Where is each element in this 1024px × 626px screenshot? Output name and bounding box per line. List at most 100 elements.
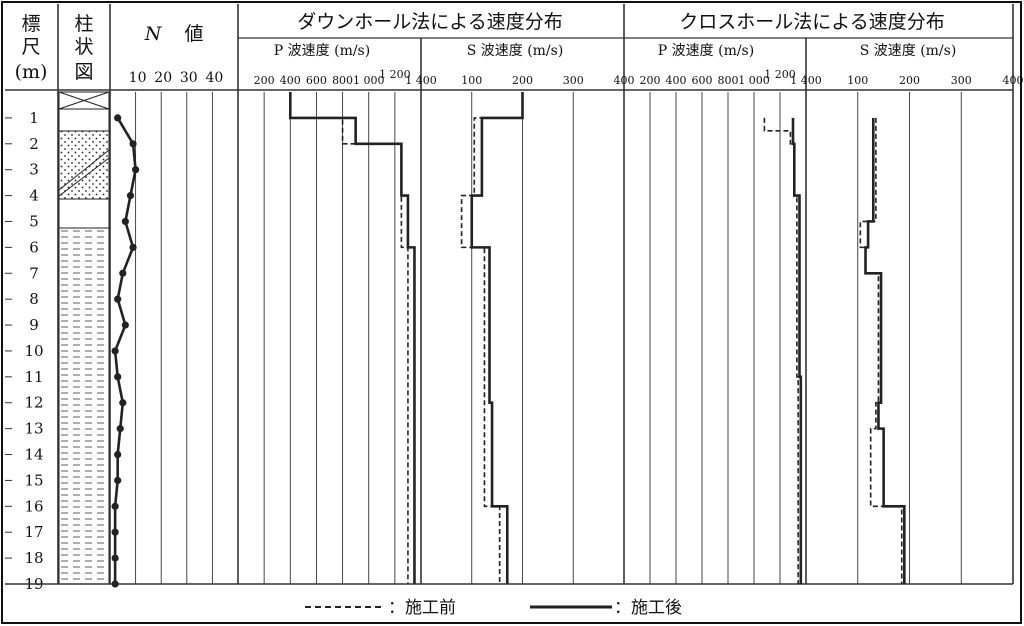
crosshole-title: クロスホール法による速度分布 — [679, 11, 944, 33]
crosshole-s-label: S 波速度 (m/s) — [860, 43, 957, 59]
soil-layer-sand — [58, 130, 110, 200]
depth-label-3: 3 — [29, 161, 39, 179]
n-value-point-3 — [132, 166, 140, 174]
crosshole-p-xtick-400: 400 — [666, 74, 687, 87]
crosshole-p-after-profile — [791, 117, 803, 584]
n-xtick-40: 40 — [205, 70, 223, 86]
depth-label-8: 8 — [29, 290, 39, 308]
legend-after-label: ：施工後 — [614, 598, 682, 618]
crosshole-p-label: P 波速度 (m/s) — [658, 43, 754, 59]
crosshole-p-xtick-1200: 1 200 — [764, 68, 796, 81]
depth-header: 標 尺 (m) — [15, 13, 48, 83]
downhole-p-label: P 波速度 (m/s) — [274, 43, 370, 59]
soil-header-char-1: 柱 — [74, 13, 93, 35]
downhole-p-xtick-1000: 1 000 — [353, 74, 385, 87]
n-value-point-9 — [121, 321, 129, 329]
downhole-p-after-profile — [288, 92, 416, 584]
n-value-point-16 — [111, 502, 119, 510]
n-value-point-15 — [114, 476, 122, 485]
legend-before-label: ：施工前 — [388, 598, 456, 618]
downhole-p-xtick-400: 400 — [280, 74, 301, 87]
downhole-s-before-profile — [460, 92, 524, 584]
n-value-point-1 — [114, 114, 122, 122]
crosshole-s-xtick-100: 100 — [847, 74, 868, 87]
downhole-p-xtick-1400: 1 400 — [405, 74, 437, 87]
depth-label-6: 6 — [29, 238, 39, 256]
n-value-point-17 — [111, 528, 119, 536]
crosshole-s-before-profile — [859, 117, 903, 584]
n-value-point-19 — [111, 580, 119, 588]
depth-label-15: 15 — [24, 471, 43, 489]
n-value-point-8 — [114, 295, 122, 303]
depth-header-char-2: 尺 — [21, 36, 40, 58]
depth-label-14: 14 — [24, 446, 43, 464]
depth-header-char-1: 標 — [21, 13, 40, 35]
n-value-point-10 — [111, 347, 119, 355]
downhole-s-xtick-200: 200 — [512, 74, 533, 87]
downhole-s-after-profile — [470, 92, 524, 584]
crosshole-s-xtick-200: 200 — [899, 74, 920, 87]
n-xtick-10: 10 — [129, 70, 147, 86]
soil-column-log — [58, 91, 110, 585]
depth-label-16: 16 — [24, 497, 43, 515]
depth-label-13: 13 — [24, 420, 43, 438]
downhole-s-label: S 波速度 (m/s) — [467, 43, 564, 59]
soil-fill-cross-2 — [58, 91, 110, 110]
crosshole-s-after-profile — [864, 117, 906, 584]
depth-label-10: 10 — [24, 342, 43, 360]
n-value-point-11 — [114, 373, 122, 381]
depth-label-11: 11 — [24, 368, 43, 386]
crosshole-p-xtick-200: 200 — [640, 74, 661, 87]
soil-layer-1 — [58, 108, 110, 132]
depth-label-4: 4 — [29, 187, 39, 205]
n-value-title: 値 — [184, 23, 203, 45]
soil-header-char-2: 状 — [74, 36, 93, 58]
depth-label-9: 9 — [29, 316, 39, 334]
downhole-p-xtick-800: 800 — [332, 74, 353, 87]
velocity-plots — [288, 92, 906, 584]
depth-label-17: 17 — [24, 523, 43, 541]
depth-label-7: 7 — [29, 264, 39, 282]
downhole-p-before-profile — [289, 92, 409, 584]
depth-label-1: 1 — [29, 109, 39, 127]
crosshole-s-xtick-400: 400 — [1003, 74, 1024, 87]
depth-header-unit: (m) — [15, 61, 48, 83]
downhole-p-xtick-1200: 1 200 — [379, 68, 411, 81]
n-value-point-6 — [129, 243, 137, 251]
downhole-s-xtick-300: 300 — [563, 74, 584, 87]
downhole-s-xtick-100: 100 — [461, 74, 482, 87]
n-xtick-20: 20 — [154, 70, 172, 86]
soil-header-char-3: 図 — [74, 61, 93, 83]
depth-label-18: 18 — [24, 549, 43, 567]
n-value-point-7 — [119, 269, 127, 277]
soil-layer-3 — [58, 198, 110, 229]
n-value-plot — [111, 114, 140, 588]
depth-label-2: 2 — [29, 135, 39, 153]
n-xtick-30: 30 — [180, 70, 198, 86]
n-value-point-4 — [126, 191, 135, 200]
n-value-letter: N — [144, 23, 163, 45]
crosshole-p-xtick-600: 600 — [692, 74, 713, 87]
legend: ：施工前 ：施工後 — [305, 598, 682, 618]
soil-column-header: 柱 状 図 — [74, 13, 93, 83]
depth-label-12: 12 — [24, 394, 43, 412]
downhole-p-xtick-600: 600 — [306, 74, 327, 87]
crosshole-s-xtick-300: 300 — [951, 74, 972, 87]
depth-label-5: 5 — [29, 212, 39, 230]
downhole-p-xtick-200: 200 — [254, 74, 275, 87]
n-value-point-5 — [121, 217, 129, 226]
soil-sand-hatch-2 — [58, 157, 110, 197]
n-value-point-13 — [116, 425, 124, 433]
chart-grid — [5, 4, 1014, 585]
downhole-title: ダウンホール法による速度分布 — [297, 11, 562, 33]
crosshole-p-xtick-800: 800 — [718, 74, 739, 87]
n-value-point-2 — [129, 140, 137, 148]
soil-layer-clay — [58, 227, 110, 585]
n-value-point-18 — [111, 554, 119, 562]
crosshole-p-xtick-1000: 1 000 — [738, 74, 770, 87]
n-value-point-12 — [119, 399, 127, 407]
soil-sand-hatch-1 — [58, 149, 110, 191]
